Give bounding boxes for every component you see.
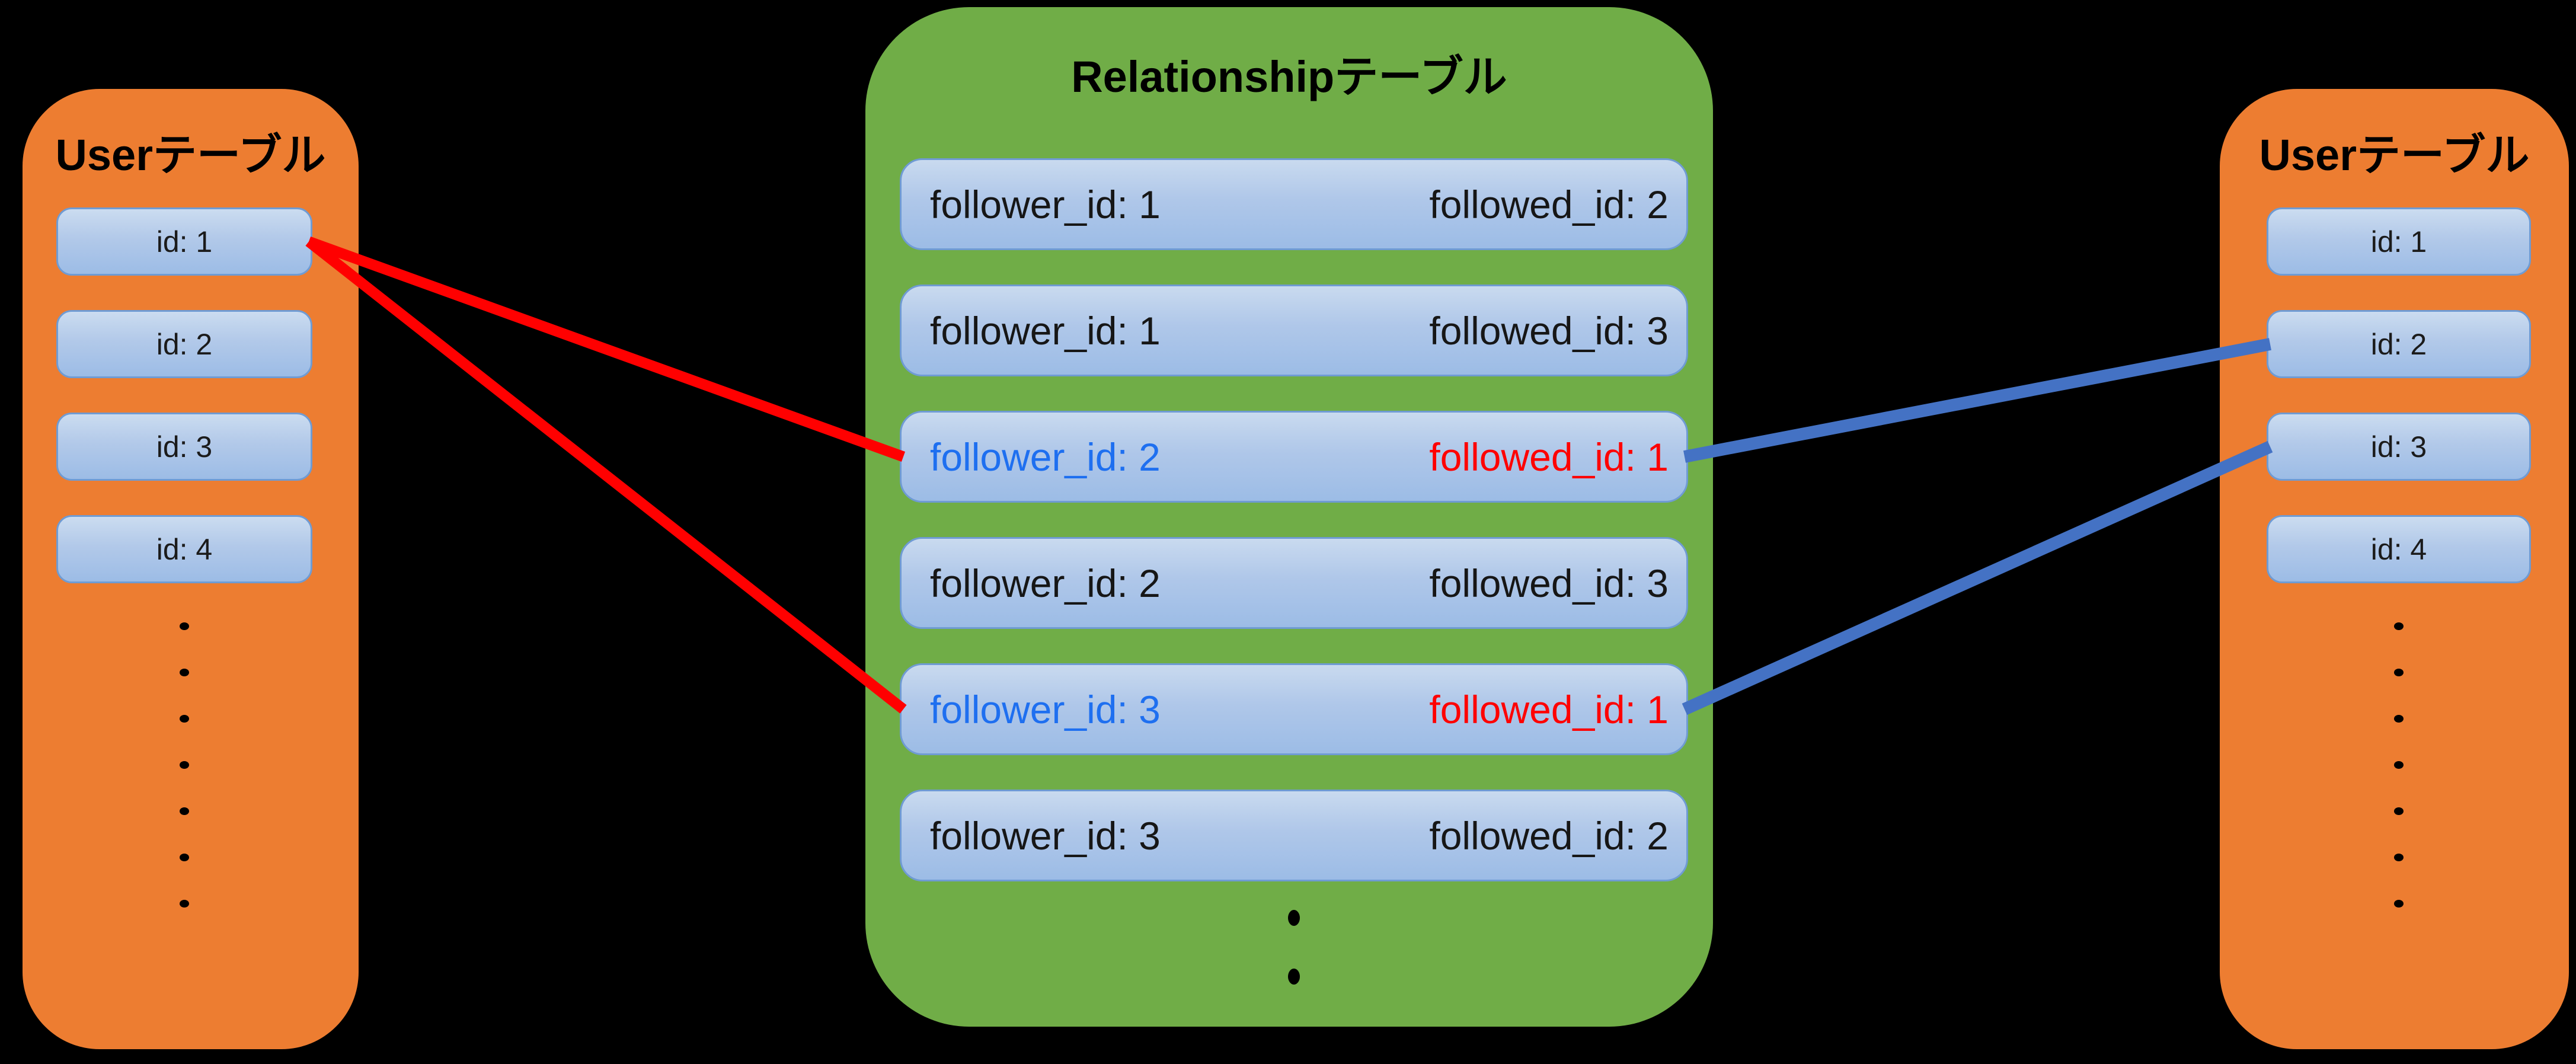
continuation-dot <box>180 715 189 723</box>
follower-id-label: follower_id: 1 <box>930 182 1161 226</box>
follower-id-label: follower_id: 1 <box>930 308 1161 353</box>
relationship-row: follower_id: 3 followed_id: 2 <box>900 790 1688 881</box>
user-id-label: id: 1 <box>2370 225 2427 258</box>
continuation-dot <box>1288 969 1300 985</box>
follower-id-label: follower_id: 2 <box>930 434 1161 479</box>
continuation-dot <box>180 622 189 630</box>
user-table-title-left: Userテーブル <box>55 130 326 180</box>
continuation-dot <box>2394 715 2404 723</box>
user-id-label: id: 1 <box>156 225 213 258</box>
relationship-row: follower_id: 2 followed_id: 1 <box>900 411 1688 503</box>
user-id-label: id: 2 <box>156 327 213 361</box>
followed-id-label: followed_id: 2 <box>1429 813 1669 858</box>
follower-id-label: follower_id: 3 <box>930 687 1161 731</box>
user-id-row: id: 1 <box>2267 207 2531 276</box>
user-id-rows-left: id: 1 id: 2 id: 3 id: 4 <box>56 207 312 618</box>
user-id-row: id: 2 <box>2267 310 2531 378</box>
continuation-dot <box>2394 622 2404 630</box>
user-id-row: id: 4 <box>2267 515 2531 583</box>
continuation-dot <box>180 854 189 861</box>
user-id-rows-right: id: 1 id: 2 id: 3 id: 4 <box>2267 207 2531 618</box>
user-id-label: id: 3 <box>2370 430 2427 464</box>
follower-id-label: follower_id: 3 <box>930 813 1161 858</box>
relationship-table-panel: Relationshipテーブル follower_id: 1 followed_… <box>865 7 1713 1027</box>
continuation-dots-left <box>56 622 312 946</box>
followed-id-label: followed_id: 3 <box>1429 308 1669 353</box>
user-id-label: id: 4 <box>156 532 213 566</box>
user-table-panel-left: Userテーブル id: 1 id: 2 id: 3 id: 4 <box>23 89 359 1049</box>
continuation-dot <box>180 900 189 908</box>
user-table-panel-right: Userテーブル id: 1 id: 2 id: 3 id: 4 <box>2220 89 2569 1049</box>
user-id-row: id: 3 <box>56 413 312 481</box>
continuation-dot <box>2394 854 2404 861</box>
continuation-dots-right <box>2267 622 2531 946</box>
blue-connector-line <box>1683 338 2271 463</box>
red-connector-line <box>305 237 907 714</box>
continuation-dot <box>2394 807 2404 815</box>
followed-id-label: followed_id: 2 <box>1429 182 1669 226</box>
relationship-row: follower_id: 2 followed_id: 3 <box>900 537 1688 629</box>
user-id-row: id: 2 <box>56 310 312 378</box>
continuation-dot <box>2394 900 2404 908</box>
relationship-row: follower_id: 1 followed_id: 3 <box>900 285 1688 376</box>
relationship-table-title: Relationshipテーブル <box>1071 52 1507 101</box>
continuation-dot <box>2394 669 2404 676</box>
relationship-row: follower_id: 3 followed_id: 1 <box>900 663 1688 755</box>
user-id-label: id: 4 <box>2370 532 2427 566</box>
continuation-dot <box>180 669 189 676</box>
user-id-label: id: 2 <box>2370 327 2427 361</box>
user-id-row: id: 4 <box>56 515 312 583</box>
user-id-row: id: 3 <box>2267 413 2531 481</box>
continuation-dot <box>180 807 189 815</box>
followed-id-label: followed_id: 1 <box>1429 434 1669 479</box>
user-table-title-right: Userテーブル <box>2259 130 2530 180</box>
continuation-dot <box>180 761 189 769</box>
user-id-row: id: 1 <box>56 207 312 276</box>
blue-connector-line <box>1682 440 2273 715</box>
red-connector-line <box>306 237 906 462</box>
relationship-row: follower_id: 1 followed_id: 2 <box>900 158 1688 250</box>
follower-id-label: follower_id: 2 <box>930 561 1161 605</box>
continuation-dot <box>1288 910 1300 926</box>
followed-id-label: followed_id: 1 <box>1429 687 1669 731</box>
followed-id-label: followed_id: 3 <box>1429 561 1669 605</box>
continuation-dots-center <box>900 910 1688 1027</box>
continuation-dot <box>2394 761 2404 769</box>
user-id-label: id: 3 <box>156 430 213 464</box>
